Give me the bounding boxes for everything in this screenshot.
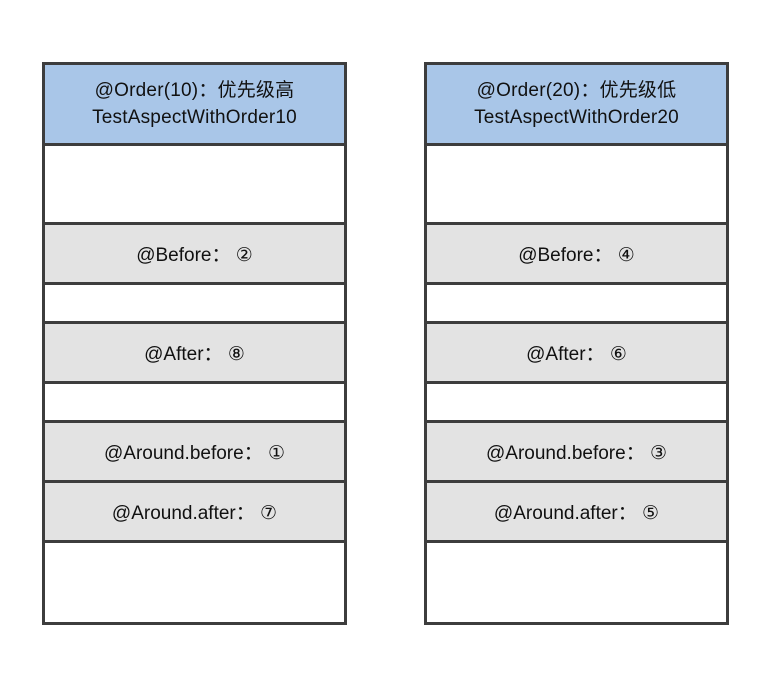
spacer-row — [424, 381, 729, 423]
spacer-row — [42, 381, 347, 423]
spacer-row — [42, 540, 347, 625]
spacer-row — [42, 143, 347, 225]
aspect-header-title: @Order(20)：优先级低 — [476, 80, 677, 101]
aspect-header-order20: @Order(20)：优先级低 TestAspectWithOrder20 — [424, 62, 729, 146]
aspect-step-row: @Around.before： ① — [42, 420, 347, 483]
aspect-step-row: @Before： ② — [42, 222, 347, 285]
spacer-row — [424, 540, 729, 625]
aspect-header-title: @Order(10)：优先级高 — [94, 80, 295, 101]
aspect-box-order10: @Order(10)：优先级高 TestAspectWithOrder10 @B… — [42, 62, 347, 625]
aspect-step-row: @After： ⑧ — [42, 321, 347, 384]
aspect-header-classname: TestAspectWithOrder20 — [474, 107, 679, 128]
aspect-step-row: @Around.before： ③ — [424, 420, 729, 483]
aspect-step-row: @Around.after： ⑤ — [424, 480, 729, 543]
spacer-row — [424, 282, 729, 324]
spacer-row — [424, 143, 729, 225]
spacer-row — [42, 282, 347, 324]
aspect-header-classname: TestAspectWithOrder10 — [92, 107, 297, 128]
aspect-step-row: @Before： ④ — [424, 222, 729, 285]
aspect-box-order20: @Order(20)：优先级低 TestAspectWithOrder20 @B… — [424, 62, 729, 625]
aspect-step-row: @Around.after： ⑦ — [42, 480, 347, 543]
aspect-header-order10: @Order(10)：优先级高 TestAspectWithOrder10 — [42, 62, 347, 146]
aspect-step-row: @After： ⑥ — [424, 321, 729, 384]
